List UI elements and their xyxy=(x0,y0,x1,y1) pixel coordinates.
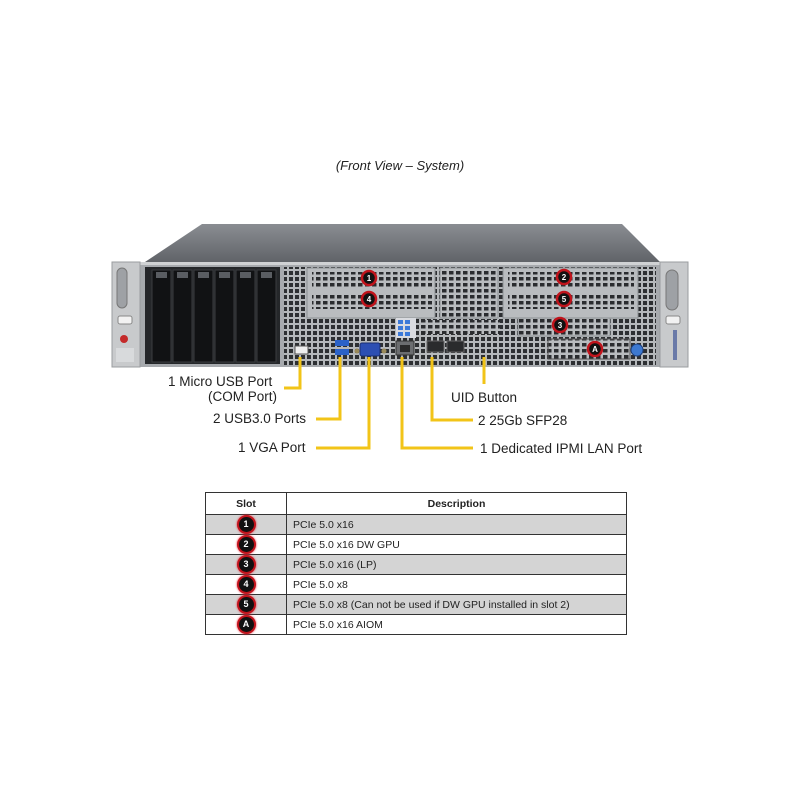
label-uid-button: UID Button xyxy=(451,390,518,405)
label-vga-port: 1 VGA Port xyxy=(238,440,306,455)
slot-description-table: Slot Description 1 PCIe 5.0 x16 2 PCIe 5… xyxy=(205,492,627,635)
micro-usb-port xyxy=(294,345,309,355)
power-button-icon xyxy=(120,335,128,343)
right-rack-ear xyxy=(659,261,689,368)
label-micro-usb-port: 1 Micro USB Port xyxy=(168,374,273,389)
svg-text:2: 2 xyxy=(562,273,567,282)
table-row: 3 PCIe 5.0 x16 (LP) xyxy=(205,554,627,575)
table-row: 2 PCIe 5.0 x16 DW GPU xyxy=(205,534,627,555)
server-badge-4: 4 xyxy=(360,290,378,308)
table-row: 4 PCIe 5.0 x8 xyxy=(205,574,627,595)
table-row: 5 PCIe 5.0 x8 (Can not be used if DW GPU… xyxy=(205,594,627,615)
sfp28-port-2 xyxy=(446,340,465,353)
riser-left xyxy=(306,267,436,319)
slot-description: PCIe 5.0 x8 xyxy=(286,574,627,595)
callout-lines xyxy=(284,357,486,450)
io-ports xyxy=(294,318,644,357)
callout-line-sfp28 xyxy=(430,357,473,422)
usb3-port-1 xyxy=(335,340,349,346)
svg-text:4: 4 xyxy=(367,295,372,304)
label-sfp28: 2 25Gb SFP28 xyxy=(478,413,568,428)
slot-description: PCIe 5.0 x16 (LP) xyxy=(286,554,627,575)
slot-description: PCIe 5.0 x16 DW GPU xyxy=(286,534,627,555)
slot-description: PCIe 5.0 x16 AIOM xyxy=(286,614,627,635)
table-row: 1 PCIe 5.0 x16 xyxy=(205,514,627,535)
usb3-port-2 xyxy=(335,349,349,355)
slot-description: PCIe 5.0 x16 xyxy=(286,514,627,535)
server-badge-3: 3 xyxy=(551,316,569,334)
header-slot: Slot xyxy=(205,492,287,515)
svg-text:5: 5 xyxy=(562,295,567,304)
svg-text:1: 1 xyxy=(367,274,372,283)
server-badge-a: A xyxy=(586,340,604,358)
left-rack-ear xyxy=(111,261,141,368)
server-slot-badges: 1 4 2 5 3 A xyxy=(360,268,604,358)
table-row: A PCIe 5.0 x16 AIOM xyxy=(205,614,627,635)
figure-caption: (Front View – System) xyxy=(335,158,465,173)
svg-text:3: 3 xyxy=(558,321,563,330)
callout-line-vga xyxy=(316,357,371,450)
slot-badge: A xyxy=(236,615,256,634)
label-ipmi-lan-port: 1 Dedicated IPMI LAN Port xyxy=(480,441,643,456)
sfp28-port-1 xyxy=(426,340,445,353)
callout-line-ipmi xyxy=(400,357,473,450)
slot-badge: 4 xyxy=(236,575,256,594)
slot-badge: 1 xyxy=(236,515,256,534)
slot-badge: 2 xyxy=(236,535,256,554)
vga-port xyxy=(359,342,381,357)
callout-line-usb3 xyxy=(316,357,342,421)
server-badge-2: 2 xyxy=(555,268,573,286)
header-description: Description xyxy=(286,492,627,515)
table-header-row: Slot Description xyxy=(205,492,627,515)
drive-bays xyxy=(145,267,280,364)
slot-badge: 5 xyxy=(236,595,256,614)
label-usb3-ports: 2 USB3.0 Ports xyxy=(213,411,307,426)
label-com-port: (COM Port) xyxy=(208,389,277,404)
slot-badge: 3 xyxy=(236,555,256,574)
server-front-view: 1 4 2 5 3 A xyxy=(111,224,689,450)
uid-button xyxy=(630,343,644,357)
server-badge-1: 1 xyxy=(360,269,378,287)
slot-description: PCIe 5.0 x8 (Can not be used if DW GPU i… xyxy=(286,594,627,615)
callout-line-micro-usb xyxy=(284,357,302,390)
chassis-top-cover xyxy=(142,224,660,264)
svg-text:A: A xyxy=(592,345,598,354)
server-badge-5: 5 xyxy=(555,290,573,308)
